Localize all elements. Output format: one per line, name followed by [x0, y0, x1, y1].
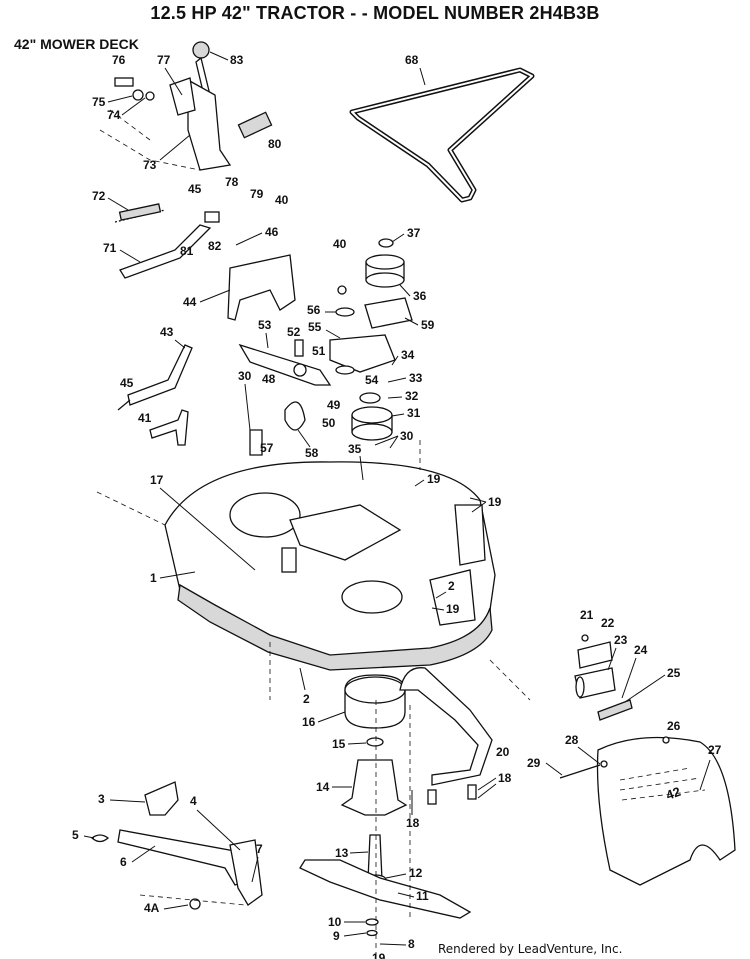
mower-deck	[96, 440, 531, 701]
callout-48: 48	[262, 372, 276, 386]
callout-31: 31	[407, 406, 421, 420]
pulley-stack	[337, 238, 413, 441]
callout-79: 79	[250, 187, 264, 201]
callout-6: 6	[120, 855, 127, 869]
callout-30: 30	[238, 369, 252, 383]
callout-25: 25	[667, 666, 681, 680]
callout-71: 71	[103, 241, 117, 255]
callout-3: 3	[98, 792, 105, 806]
callout-58: 58	[305, 446, 319, 460]
callout-19d: 19	[372, 951, 386, 959]
callout-7: 7	[256, 842, 263, 856]
callout-44: 44	[183, 295, 197, 309]
callout-19c: 19	[446, 602, 460, 616]
callout-13: 13	[335, 846, 349, 860]
callout-41: 41	[138, 411, 152, 425]
callout-30b: 30	[400, 429, 414, 443]
callout-24: 24	[634, 643, 648, 657]
callout-82: 82	[208, 239, 222, 253]
callout-78: 78	[225, 175, 239, 189]
callout-4: 4	[190, 794, 197, 808]
callout-17: 17	[150, 473, 164, 487]
callout-57: 57	[260, 441, 274, 455]
callout-81: 81	[180, 244, 194, 258]
callout-35: 35	[348, 442, 362, 456]
callout-15: 15	[332, 737, 346, 751]
callout-40: 40	[275, 193, 289, 207]
callout-23: 23	[614, 633, 628, 647]
callout-14: 14	[316, 780, 330, 794]
callout-12: 12	[409, 866, 423, 880]
callout-26: 26	[667, 719, 681, 733]
callout-37: 37	[407, 226, 421, 240]
callout-22: 22	[601, 616, 615, 630]
front-hanger-assembly	[90, 781, 263, 910]
callout-18: 18	[498, 771, 512, 785]
callout-53: 53	[258, 318, 272, 332]
callout-68: 68	[405, 53, 419, 67]
callout-43: 43	[160, 325, 174, 339]
callout-1: 1	[150, 571, 157, 585]
callout-52: 52	[287, 325, 301, 339]
callout-40b: 40	[333, 237, 347, 251]
linkage-rods	[114, 203, 220, 446]
section-title: 42" MOWER DECK	[14, 36, 139, 52]
callout-10: 10	[328, 915, 342, 929]
callout-54: 54	[365, 373, 379, 387]
callout-20: 20	[496, 745, 510, 759]
callout-11: 11	[416, 889, 429, 903]
callout-9: 9	[333, 929, 340, 943]
callout-74: 74	[107, 108, 121, 122]
callout-83: 83	[230, 53, 244, 67]
drive-belt	[349, 67, 535, 203]
svg-text:42: 42	[664, 784, 683, 803]
callout-73: 73	[143, 158, 157, 172]
idler-assembly	[238, 307, 396, 456]
callout-27: 27	[708, 743, 722, 757]
callout-29: 29	[527, 756, 541, 770]
callout-8: 8	[408, 937, 415, 951]
callout-45: 45	[188, 182, 202, 196]
callout-50: 50	[322, 416, 336, 430]
spindle-assembly	[299, 674, 472, 959]
callout-51: 51	[312, 344, 326, 358]
lift-lever-assembly	[99, 41, 273, 171]
callout-55: 55	[308, 320, 322, 334]
belt-guard	[227, 254, 296, 321]
callout-18b: 18	[406, 816, 420, 830]
callout-77: 77	[157, 53, 171, 67]
callout-19b: 19	[488, 495, 502, 509]
callout-76: 76	[112, 53, 126, 67]
callout-75: 75	[92, 95, 106, 109]
render-credit: Rendered by LeadVenture, Inc.	[438, 942, 623, 956]
callout-59: 59	[421, 318, 435, 332]
discharge-chute-assembly: 42	[559, 634, 736, 886]
callout-49: 49	[327, 398, 341, 412]
page-title: 12.5 HP 42" TRACTOR - - MODEL NUMBER 2H4…	[150, 3, 600, 23]
callout-5: 5	[72, 828, 79, 842]
callout-19: 19	[427, 472, 441, 486]
callout-72: 72	[92, 189, 106, 203]
callout-36: 36	[413, 289, 427, 303]
callout-56: 56	[307, 303, 321, 317]
callout-33: 33	[409, 371, 423, 385]
callout-80: 80	[268, 137, 282, 151]
callout-2b: 2	[303, 692, 310, 706]
callout-46: 46	[265, 225, 279, 239]
callout-4a: 4A	[144, 901, 160, 915]
callout-34: 34	[401, 348, 415, 362]
callout-28: 28	[565, 733, 579, 747]
callout-45b: 45	[120, 376, 134, 390]
callout-2: 2	[448, 579, 455, 593]
callout-21: 21	[580, 608, 594, 622]
callout-labels: 83 76 77 75 74 80 73 78 79 40 68 72 45 8…	[72, 51, 722, 959]
deck-support-arm	[399, 667, 493, 805]
callout-16: 16	[302, 715, 316, 729]
callout-32: 32	[405, 389, 419, 403]
